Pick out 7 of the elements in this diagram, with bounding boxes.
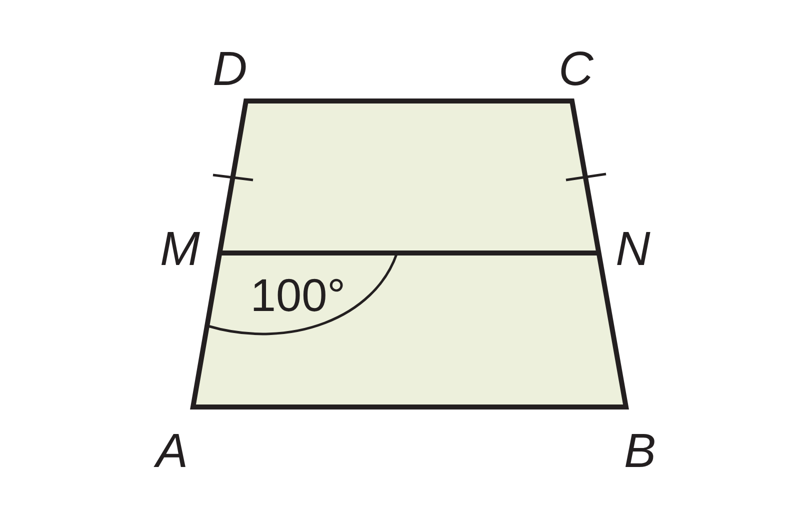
vertex-label: B [624,428,656,476]
vertex-label: D [212,46,248,94]
point-label: N [616,226,650,274]
vertex-label: C [558,46,594,94]
vertex-label: A [156,428,188,476]
point-label: M [160,226,200,274]
angle-label: 100° [250,272,346,318]
